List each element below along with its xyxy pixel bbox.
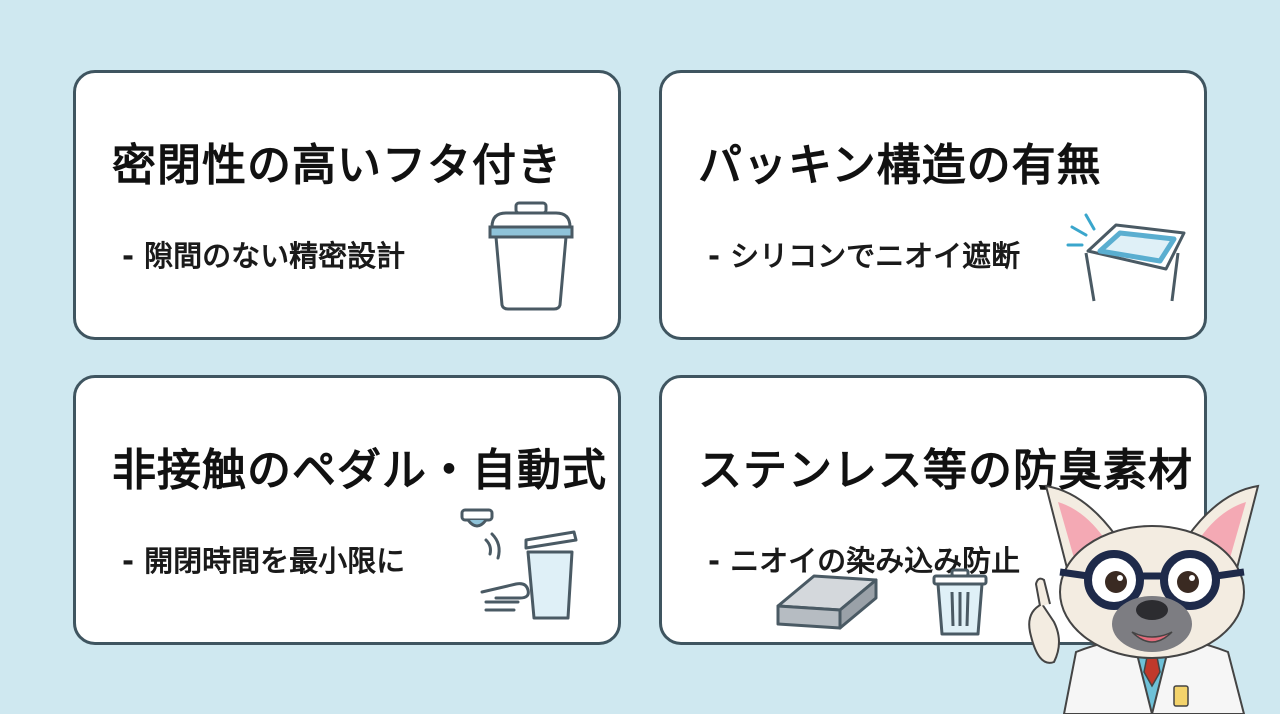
lidded-trash-can-icon: [488, 201, 574, 311]
card-title: ステンレス等の防臭素材: [698, 445, 1193, 496]
card-description: - 開閉時間を最小限に: [122, 544, 406, 578]
card-title: 密閉性の高いフタ付き: [112, 140, 562, 191]
steel-bar-icon: [776, 574, 878, 630]
sensor-hand-trash-can-icon: [460, 508, 578, 620]
card-gasket-structure: パッキン構造の有無 - シリコンでニオイ遮断: [659, 70, 1207, 340]
card-title: 非接触のペダル・自動式: [112, 445, 607, 496]
card-touchless-pedal: 非接触のペダル・自動式 - 開閉時間を最小限に: [73, 375, 621, 645]
card-description: - シリコンでニオイ遮断: [708, 239, 1021, 273]
silicone-gasket-lid-icon: [1066, 213, 1186, 302]
french-bulldog-doctor-mascot: [1028, 484, 1260, 714]
card-description: - 隙間のない精密設計: [122, 239, 406, 273]
trash-can-icon: [932, 568, 988, 636]
card-airtight-lid: 密閉性の高いフタ付き - 隙間のない精密設計: [73, 70, 621, 340]
card-title: パッキン構造の有無: [698, 140, 1102, 191]
